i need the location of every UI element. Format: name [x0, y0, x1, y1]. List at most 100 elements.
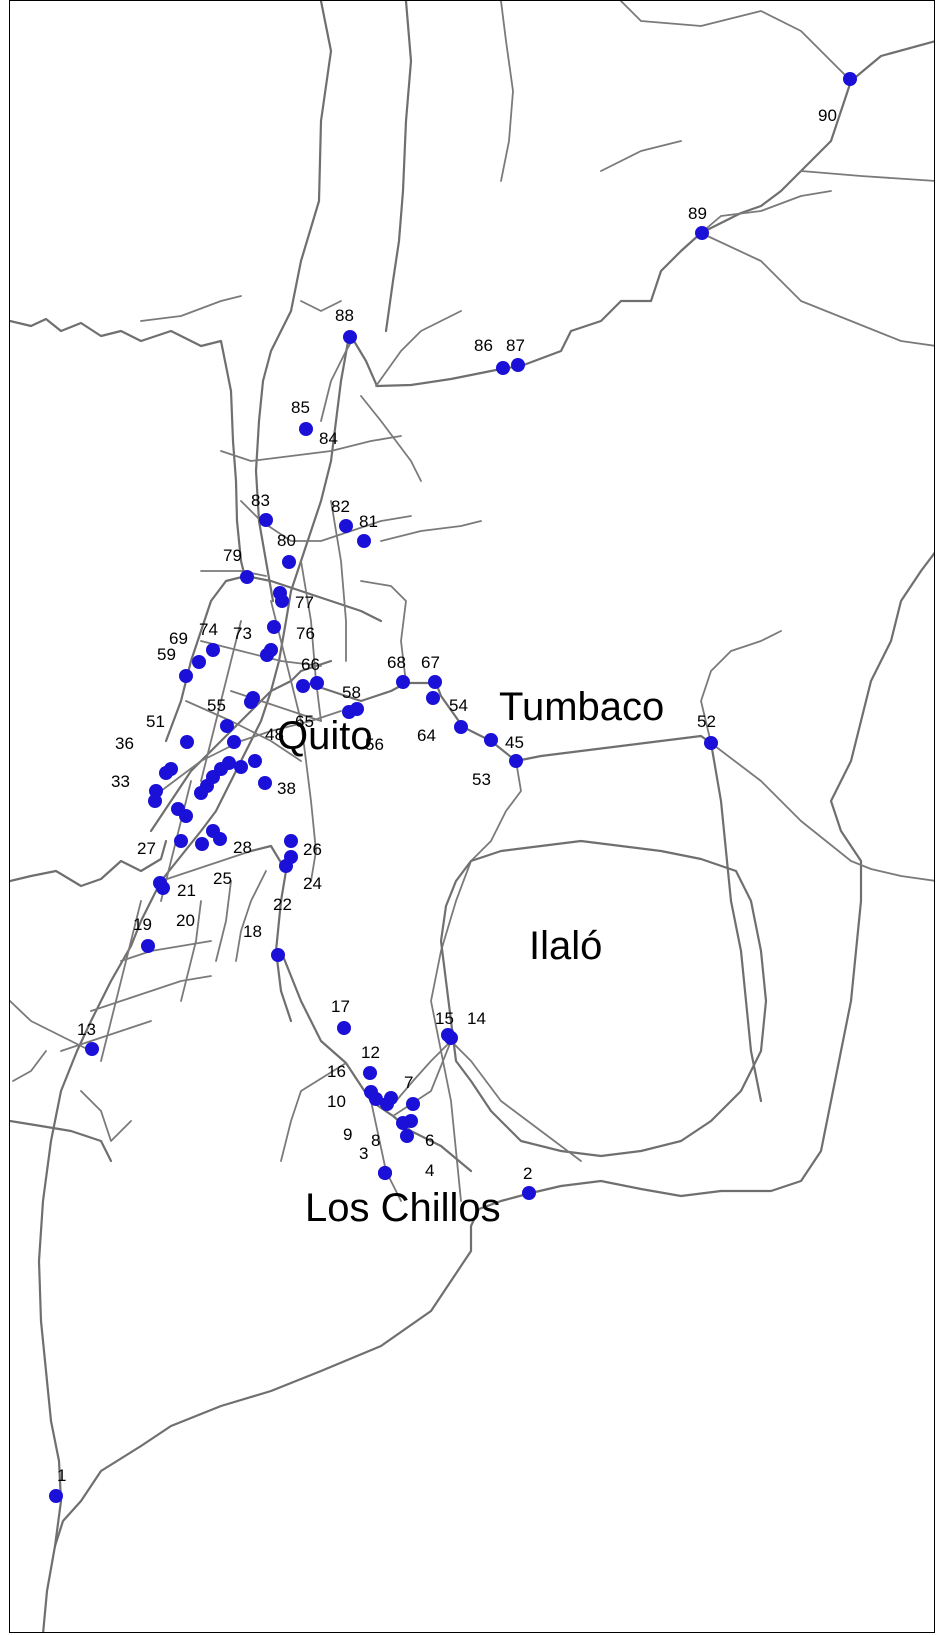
station-label-67: 67: [421, 653, 440, 672]
station-marker-77-1: [275, 594, 289, 608]
station-label-28: 28: [233, 838, 252, 857]
station-label-68: 68: [387, 653, 406, 672]
station-marker-88: [343, 330, 357, 344]
station-label-55: 55: [207, 696, 226, 715]
place-labels: Quito Tumbaco Ilaló Los Chillos: [277, 685, 664, 1230]
station-map: Quito Tumbaco Ilaló Los Chillos 12346789…: [10, 1, 934, 1632]
station-marker-33-2: [179, 809, 193, 823]
station-label-22: 22: [273, 895, 292, 914]
station-marker-90: [843, 72, 857, 86]
station-label-83: 83: [251, 491, 270, 510]
station-label-51: 51: [146, 712, 165, 731]
station-marker-89: [695, 226, 709, 240]
station-marker-66: [296, 679, 310, 693]
station-marker-17: [337, 1021, 351, 1035]
station-label-87: 87: [506, 336, 525, 355]
station-label-19: 19: [133, 915, 152, 934]
station-marker-76: [267, 620, 281, 634]
station-label-77: 77: [295, 593, 314, 612]
station-marker-10-1: [369, 1092, 383, 1106]
station-label-2: 2: [523, 1164, 532, 1183]
station-marker-15: [441, 1028, 455, 1042]
station-marker-87: [511, 358, 525, 372]
station-label-59: 59: [157, 645, 176, 664]
station-label-56: 56: [365, 735, 384, 754]
station-marker-13: [85, 1042, 99, 1056]
station-label-82: 82: [331, 497, 350, 516]
station-marker-52: [704, 736, 718, 750]
station-marker-67-1: [426, 691, 440, 705]
place-label-quito: Quito: [277, 714, 373, 758]
station-marker-21-1: [156, 881, 170, 895]
station-label-48: 48: [265, 725, 284, 744]
station-marker-8-1: [404, 1114, 418, 1128]
station-marker-12: [363, 1066, 377, 1080]
station-label-76: 76: [296, 624, 315, 643]
station-marker-74: [206, 643, 220, 657]
station-marker-10-2: [380, 1097, 394, 1111]
station-marker-73-1: [264, 643, 278, 657]
station-marker-68: [396, 675, 410, 689]
station-label-65: 65: [295, 712, 314, 731]
station-marker-38: [258, 776, 272, 790]
station-label-4: 4: [425, 1161, 434, 1180]
station-marker-65-2: [246, 691, 260, 705]
station-marker-45: [484, 733, 498, 747]
station-label-74: 74: [199, 620, 218, 639]
station-label-80: 80: [277, 531, 296, 550]
station-marker-4: [378, 1166, 392, 1180]
station-label-84: 84: [319, 429, 338, 448]
station-marker-18: [271, 948, 285, 962]
station-marker-36: [149, 784, 163, 798]
road-network: [10, 1, 934, 1632]
station-label-27: 27: [137, 839, 156, 858]
station-marker-28: [195, 837, 209, 851]
station-marker-65: [227, 735, 241, 749]
station-label-16: 16: [327, 1062, 346, 1081]
station-label-13: 13: [77, 1020, 96, 1039]
station-label-69: 69: [169, 629, 188, 648]
station-marker-86: [496, 361, 510, 375]
station-label-38: 38: [277, 779, 296, 798]
station-label-20: 20: [176, 911, 195, 930]
station-label-64: 64: [417, 726, 436, 745]
station-label-8: 8: [371, 1131, 380, 1150]
station-marker-19: [141, 939, 155, 953]
station-marker-55: [220, 719, 234, 733]
station-marker-48-4: [194, 786, 208, 800]
station-label-33: 33: [111, 772, 130, 791]
station-label-14: 14: [467, 1009, 486, 1028]
place-label-los-chillos: Los Chillos: [305, 1186, 501, 1230]
station-label-24: 24: [303, 874, 322, 893]
station-label-7: 7: [404, 1073, 413, 1092]
station-marker-1: [49, 1489, 63, 1503]
station-label-90: 90: [818, 106, 837, 125]
station-marker-26-1: [284, 850, 298, 864]
station-label-12: 12: [361, 1043, 380, 1062]
station-marker-66-1: [310, 676, 324, 690]
station-label-89: 89: [688, 204, 707, 223]
station-marker-58-1: [350, 702, 364, 716]
station-marker-59: [179, 669, 193, 683]
station-label-85: 85: [291, 398, 310, 417]
station-marker-26: [284, 834, 298, 848]
place-label-ilalo: Ilaló: [529, 924, 602, 968]
station-marker-38-1: [248, 754, 262, 768]
station-marker-80: [282, 555, 296, 569]
station-marker-81: [357, 534, 371, 548]
station-label-81: 81: [359, 512, 378, 531]
station-label-9: 9: [343, 1125, 352, 1144]
station-label-3: 3: [359, 1144, 368, 1163]
station-label-10: 10: [327, 1092, 346, 1111]
station-label-73: 73: [233, 624, 252, 643]
station-marker-27: [174, 834, 188, 848]
station-label-36: 36: [115, 734, 134, 753]
station-marker-54: [454, 720, 468, 734]
station-label-1: 1: [57, 1466, 66, 1485]
station-marker-7-1: [406, 1097, 420, 1111]
station-label-88: 88: [335, 306, 354, 325]
station-marker-82: [339, 519, 353, 533]
station-label-18: 18: [243, 922, 262, 941]
